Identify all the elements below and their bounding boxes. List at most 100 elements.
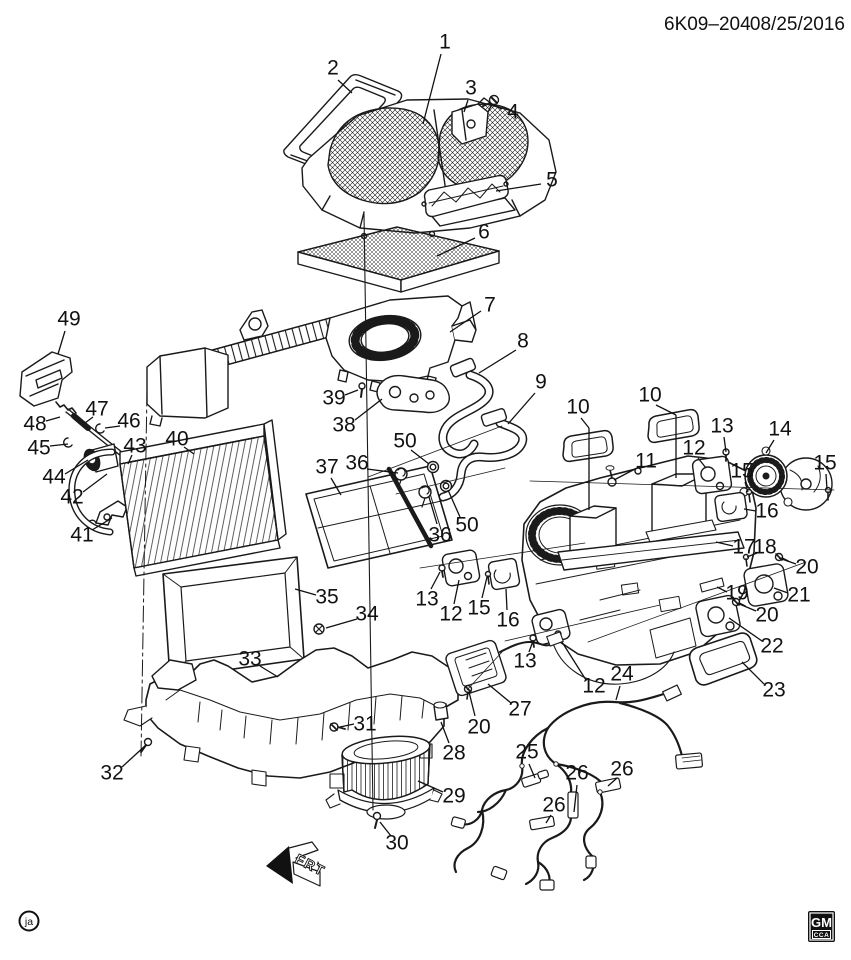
- part-35-core-frame: [162, 556, 305, 679]
- leader-line-12: [697, 457, 707, 469]
- leader-line-49: [57, 330, 66, 355]
- leader-line-24: [615, 685, 621, 701]
- callout-29: 29: [442, 785, 465, 808]
- callout-39: 39: [322, 387, 345, 410]
- leader-line-2: [337, 79, 353, 94]
- callout-44: 44: [42, 466, 66, 489]
- callout-41: 41: [70, 524, 93, 547]
- callout-34: 34: [355, 603, 379, 626]
- callout-36: 36: [428, 524, 451, 547]
- callout-4: 4: [507, 101, 519, 124]
- leader-line-23: [741, 661, 765, 685]
- callout-20: 20: [467, 716, 490, 739]
- callout-35: 35: [315, 586, 338, 609]
- callout-13: 13: [513, 650, 536, 673]
- part-30-screw: [372, 811, 382, 829]
- callout-12: 12: [582, 675, 605, 698]
- callout-36: 36: [345, 452, 368, 475]
- part-6-cabin-filter: [297, 226, 500, 293]
- callout-48: 48: [23, 413, 46, 436]
- callout-13: 13: [415, 588, 438, 611]
- callout-21: 21: [787, 584, 810, 607]
- callout-9: 9: [535, 371, 547, 394]
- leader-line-28: [440, 721, 450, 744]
- document-date: 08/25/2016: [750, 14, 845, 35]
- leader-line-15: [481, 576, 488, 599]
- callout-6: 6: [478, 221, 490, 244]
- callout-17: 17: [732, 536, 755, 559]
- callout-27: 27: [508, 698, 531, 721]
- callout-16: 16: [755, 500, 778, 523]
- callout-7: 7: [484, 294, 496, 317]
- leader-line-13: [430, 571, 441, 590]
- part-34-grommet: [313, 623, 325, 635]
- part-16-actuator-right: [714, 491, 748, 523]
- hinge-dash-dot-line: [140, 389, 148, 757]
- leader-line-31: [339, 723, 355, 728]
- callout-28: 28: [442, 742, 465, 765]
- callout-20: 20: [795, 556, 818, 579]
- part-9-heater-hose: [438, 408, 528, 502]
- leader-line-6: [436, 237, 476, 257]
- leader-line-44: [64, 459, 89, 475]
- leader-line-9: [507, 392, 536, 425]
- leader-line-47: [84, 416, 94, 424]
- callout-43: 43: [123, 435, 146, 458]
- leader-line-20: [736, 602, 757, 612]
- part-39-screw: [358, 382, 366, 398]
- leader-line-36: [428, 496, 438, 525]
- callout-10: 10: [566, 396, 589, 419]
- callout-45: 45: [27, 437, 50, 460]
- svg-text:GM: GM: [811, 915, 832, 930]
- callout-11: 11: [635, 450, 657, 473]
- callout-38: 38: [332, 414, 355, 437]
- leader-line-12: [453, 579, 460, 605]
- callout-18: 18: [753, 536, 776, 559]
- frt-direction-arrow: [266, 841, 321, 887]
- leader-line-40: [183, 446, 195, 455]
- part-12-actuator-top: [691, 455, 733, 495]
- callout-46: 46: [117, 410, 140, 433]
- part-1-air-inlet-housing: [301, 98, 557, 240]
- leader-line-41: [91, 517, 113, 531]
- part-49-flap: [19, 351, 73, 407]
- leader-line-33: [259, 665, 279, 678]
- part-3-actuator: [451, 97, 493, 145]
- leader-line-7: [449, 310, 482, 333]
- callout-47: 47: [85, 398, 108, 421]
- leader-line-12: [561, 641, 587, 681]
- leader-line-30: [379, 821, 392, 837]
- part-21-actuator: [743, 563, 789, 607]
- part-36-clamps: [394, 467, 432, 508]
- callout-15: 15: [730, 460, 753, 483]
- callout-49: 49: [57, 308, 80, 331]
- leader-line-20: [778, 557, 797, 565]
- part-31-screw: [329, 722, 346, 732]
- callout-26: 26: [565, 762, 588, 785]
- leader-line-4: [488, 102, 503, 110]
- callout-2: 2: [327, 57, 339, 80]
- callout-30: 30: [385, 832, 408, 855]
- leader-line-36: [366, 468, 399, 474]
- part-8-heater-hose: [438, 357, 494, 459]
- leader-line-8: [478, 349, 517, 374]
- leader-line-16: [505, 588, 508, 611]
- leader-line-26: [573, 784, 578, 813]
- callout-40: 40: [165, 428, 188, 451]
- part-22-actuator: [695, 594, 741, 638]
- callout-12: 12: [439, 603, 462, 626]
- part-41-bracket: [87, 500, 128, 529]
- callout-19: 19: [725, 582, 748, 605]
- part-5-filter-retainer: [421, 174, 509, 218]
- leader-line-42: [82, 473, 108, 493]
- callout-1: 1: [439, 31, 451, 54]
- leader-line-10: [655, 404, 677, 416]
- leader-line-1: [422, 53, 442, 125]
- assembly-axis-line: [363, 213, 374, 811]
- callout-8: 8: [517, 330, 529, 353]
- part-38-bracket: [376, 374, 451, 414]
- callout-26: 26: [542, 794, 565, 817]
- leader-line-27: [487, 683, 512, 704]
- leader-line-10: [580, 417, 590, 429]
- part-29-blower-motor: [325, 735, 443, 820]
